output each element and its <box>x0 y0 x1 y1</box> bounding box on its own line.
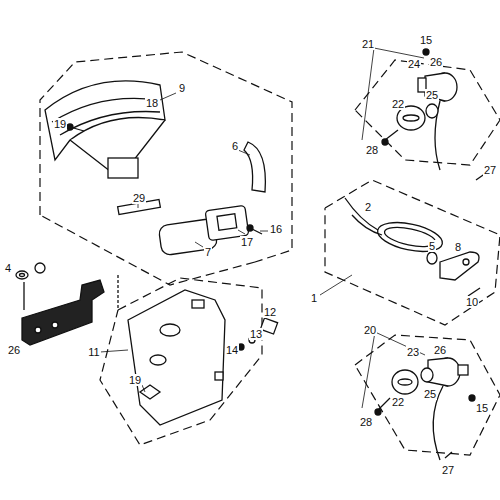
callout-number: 18 <box>145 97 159 109</box>
callout-number: 24 <box>407 58 421 70</box>
callout-number: 16 <box>269 223 283 235</box>
group-21-outline <box>355 60 500 165</box>
callout-number: 27 <box>483 164 497 176</box>
callout-number: 7 <box>204 246 212 258</box>
callout-number: 15 <box>419 34 433 46</box>
callout-number: 25 <box>423 388 437 400</box>
callout-number: 21 <box>361 38 375 50</box>
callout-number: 9 <box>178 82 186 94</box>
callout-number: 12 <box>263 306 277 318</box>
reflector <box>244 142 265 192</box>
group-20-outline <box>355 335 500 455</box>
turn-signals <box>345 49 486 460</box>
callout-number: 6 <box>231 140 239 152</box>
group-11-outline <box>100 278 262 445</box>
callout-number: 26 <box>433 344 447 356</box>
callout-number: 20 <box>363 324 377 336</box>
callout-number: 19 <box>128 374 142 386</box>
callout-number: 15 <box>475 402 489 414</box>
callout-number: 17 <box>240 236 254 248</box>
callout-number: 2 <box>364 201 372 213</box>
callout-number: 13 <box>249 328 263 340</box>
callout-number: 4 <box>4 262 12 274</box>
callout-number: 29 <box>132 192 146 204</box>
callout-number: 28 <box>359 416 373 428</box>
group-outlines <box>40 52 500 455</box>
group-9-outline <box>40 52 292 262</box>
callout-number: 14 <box>225 344 239 356</box>
callout-number: 26 <box>7 344 21 356</box>
callout-number: 23 <box>406 346 420 358</box>
tail-light <box>45 81 265 256</box>
bracket-11 <box>128 290 225 425</box>
callout-number: 10 <box>465 296 479 308</box>
plate-bracket <box>118 275 278 425</box>
callout-number: 25 <box>425 89 439 101</box>
group-1-outline <box>325 180 500 325</box>
callout-number: 28 <box>365 144 379 156</box>
callout-number: 27 <box>441 464 455 476</box>
callout-number: 1 <box>310 292 318 304</box>
callout-number: 22 <box>391 396 405 408</box>
callout-number: 11 <box>87 346 100 358</box>
callout-number: 5 <box>428 240 436 252</box>
gasket <box>440 252 479 280</box>
callout-number: 19 <box>53 118 67 130</box>
callout-number: 22 <box>391 98 405 110</box>
leader-lines <box>70 48 425 408</box>
bracket-26 <box>22 280 104 345</box>
callout-number: 26 <box>429 56 443 68</box>
callout-number: 8 <box>454 241 462 253</box>
mount-bracket <box>16 263 104 345</box>
